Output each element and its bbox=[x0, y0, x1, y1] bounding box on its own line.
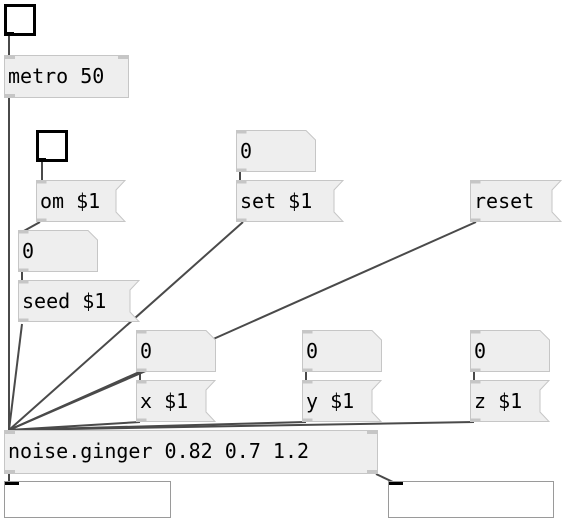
set-label: set $1 bbox=[240, 189, 313, 213]
cord-z-noise bbox=[8, 421, 475, 431]
metro-object[interactable]: metro 50 bbox=[4, 55, 129, 98]
seed-number-value: 0 bbox=[22, 239, 35, 263]
inlet-mark bbox=[5, 482, 19, 485]
om-message[interactable]: om $1 bbox=[36, 180, 126, 222]
message-shape bbox=[18, 280, 140, 322]
outlet-1 bbox=[5, 470, 15, 473]
message-shape bbox=[470, 180, 562, 222]
reset-message[interactable]: reset bbox=[470, 180, 562, 222]
z-number-value: 0 bbox=[474, 339, 487, 363]
inlet-1 bbox=[5, 56, 15, 59]
number-shape bbox=[18, 230, 98, 272]
number-shape bbox=[236, 130, 316, 172]
cord-set-noise bbox=[8, 221, 244, 431]
metro-label: metro 50 bbox=[8, 64, 105, 88]
toggle-outlet bbox=[36, 158, 46, 162]
message-shape bbox=[302, 380, 382, 422]
y-number-box[interactable]: 0 bbox=[302, 330, 382, 372]
outlet-2 bbox=[367, 470, 377, 473]
inlet-2 bbox=[367, 431, 377, 434]
reset-label: reset bbox=[474, 189, 535, 213]
seed-label: seed $1 bbox=[22, 289, 107, 313]
number-shape bbox=[136, 330, 216, 372]
inlet-mark bbox=[389, 482, 403, 485]
message-shape bbox=[470, 380, 550, 422]
seed-number-box[interactable]: 0 bbox=[18, 230, 98, 272]
set-number-box[interactable]: 0 bbox=[236, 130, 316, 172]
y-message[interactable]: y $1 bbox=[302, 380, 382, 422]
output-box-left[interactable] bbox=[4, 481, 171, 518]
toggle-outlet bbox=[4, 32, 14, 36]
inlet-1 bbox=[5, 431, 15, 434]
z-label: z $1 bbox=[474, 389, 523, 413]
seed-message[interactable]: seed $1 bbox=[18, 280, 140, 322]
x-number-box[interactable]: 0 bbox=[136, 330, 216, 372]
x-number-value: 0 bbox=[140, 339, 153, 363]
message-shape bbox=[236, 180, 344, 222]
set-number-value: 0 bbox=[240, 139, 253, 163]
x-message[interactable]: x $1 bbox=[136, 380, 216, 422]
output-box-right[interactable] bbox=[388, 481, 554, 518]
x-label: x $1 bbox=[140, 389, 189, 413]
toggle-om[interactable] bbox=[36, 130, 68, 162]
om-label: om $1 bbox=[40, 189, 101, 213]
message-shape bbox=[136, 380, 216, 422]
cord-noise-out2 bbox=[375, 473, 394, 483]
noise-ginger-object[interactable]: noise.ginger 0.82 0.7 1.2 bbox=[4, 430, 378, 474]
message-shape bbox=[36, 180, 126, 222]
inlet-2 bbox=[118, 56, 128, 59]
z-number-box[interactable]: 0 bbox=[470, 330, 550, 372]
z-message[interactable]: z $1 bbox=[470, 380, 550, 422]
cord-seed-noise bbox=[8, 323, 23, 431]
toggle-top[interactable] bbox=[4, 4, 36, 36]
y-number-value: 0 bbox=[306, 339, 319, 363]
noise-ginger-label: noise.ginger 0.82 0.7 1.2 bbox=[8, 439, 310, 463]
outlet bbox=[5, 94, 15, 97]
set-message[interactable]: set $1 bbox=[236, 180, 344, 222]
number-shape bbox=[470, 330, 550, 372]
number-shape bbox=[302, 330, 382, 372]
y-label: y $1 bbox=[306, 389, 355, 413]
